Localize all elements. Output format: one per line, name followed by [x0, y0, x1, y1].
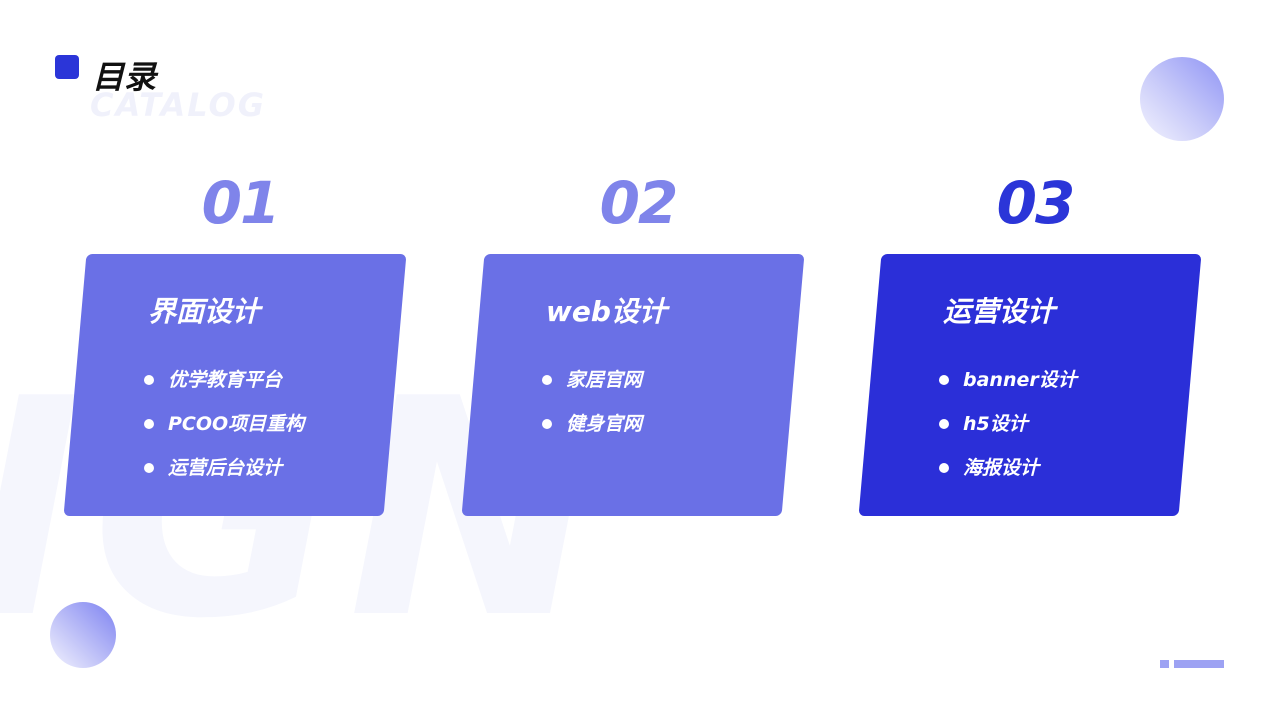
bullet-dot-icon: [939, 375, 949, 385]
bullet-dot-icon: [144, 463, 154, 473]
section-02: 02 web设计 家居官网 健身官网: [458, 170, 818, 530]
list-item: 健身官网: [542, 402, 642, 446]
section-items: banner设计 h5设计 海报设计: [939, 358, 1077, 490]
title-square-icon: [55, 55, 79, 79]
list-item-label: h5设计: [963, 413, 1028, 435]
section-title: 界面设计: [148, 295, 261, 328]
section-title: web设计: [546, 295, 667, 328]
list-item-label: banner设计: [963, 369, 1077, 391]
list-item: 优学教育平台: [144, 358, 304, 402]
list-item-label: 健身官网: [566, 413, 643, 435]
list-item-label: 运营后台设计: [168, 457, 283, 479]
list-item: 家居官网: [542, 358, 642, 402]
bullet-dot-icon: [939, 463, 949, 473]
bullet-dot-icon: [542, 375, 552, 385]
list-item-label: 海报设计: [963, 457, 1040, 479]
decorative-bar: [1174, 660, 1224, 668]
section-title: 运营设计: [943, 295, 1056, 328]
section-03: 03 运营设计 banner设计 h5设计 海报设计: [855, 170, 1215, 530]
decorative-circle-top-right: [1140, 57, 1224, 141]
list-item: h5设计: [939, 402, 1077, 446]
bullet-dot-icon: [144, 419, 154, 429]
bullet-dot-icon: [939, 419, 949, 429]
section-number: 02: [599, 169, 679, 237]
section-number: 01: [201, 169, 281, 237]
bullet-dot-icon: [542, 419, 552, 429]
bullet-dot-icon: [144, 375, 154, 385]
list-item-label: 家居官网: [566, 369, 643, 391]
decorative-dot: [1160, 660, 1169, 668]
section-number: 03: [996, 169, 1076, 237]
section-items: 优学教育平台 PCOO项目重构 运营后台设计: [144, 358, 304, 490]
list-item-label: 优学教育平台: [168, 369, 283, 391]
list-item: PCOO项目重构: [144, 402, 304, 446]
list-item: 运营后台设计: [144, 446, 304, 490]
list-item: banner设计: [939, 358, 1077, 402]
decorative-circle-bottom-left: [50, 602, 116, 668]
section-items: 家居官网 健身官网: [542, 358, 642, 446]
list-item: 海报设计: [939, 446, 1077, 490]
list-item-label: PCOO项目重构: [168, 413, 305, 435]
section-01: 01 界面设计 优学教育平台 PCOO项目重构 运营后台设计: [60, 170, 420, 530]
page-subtitle: CATALOG: [90, 86, 267, 124]
page-title: 目录: [92, 58, 157, 96]
